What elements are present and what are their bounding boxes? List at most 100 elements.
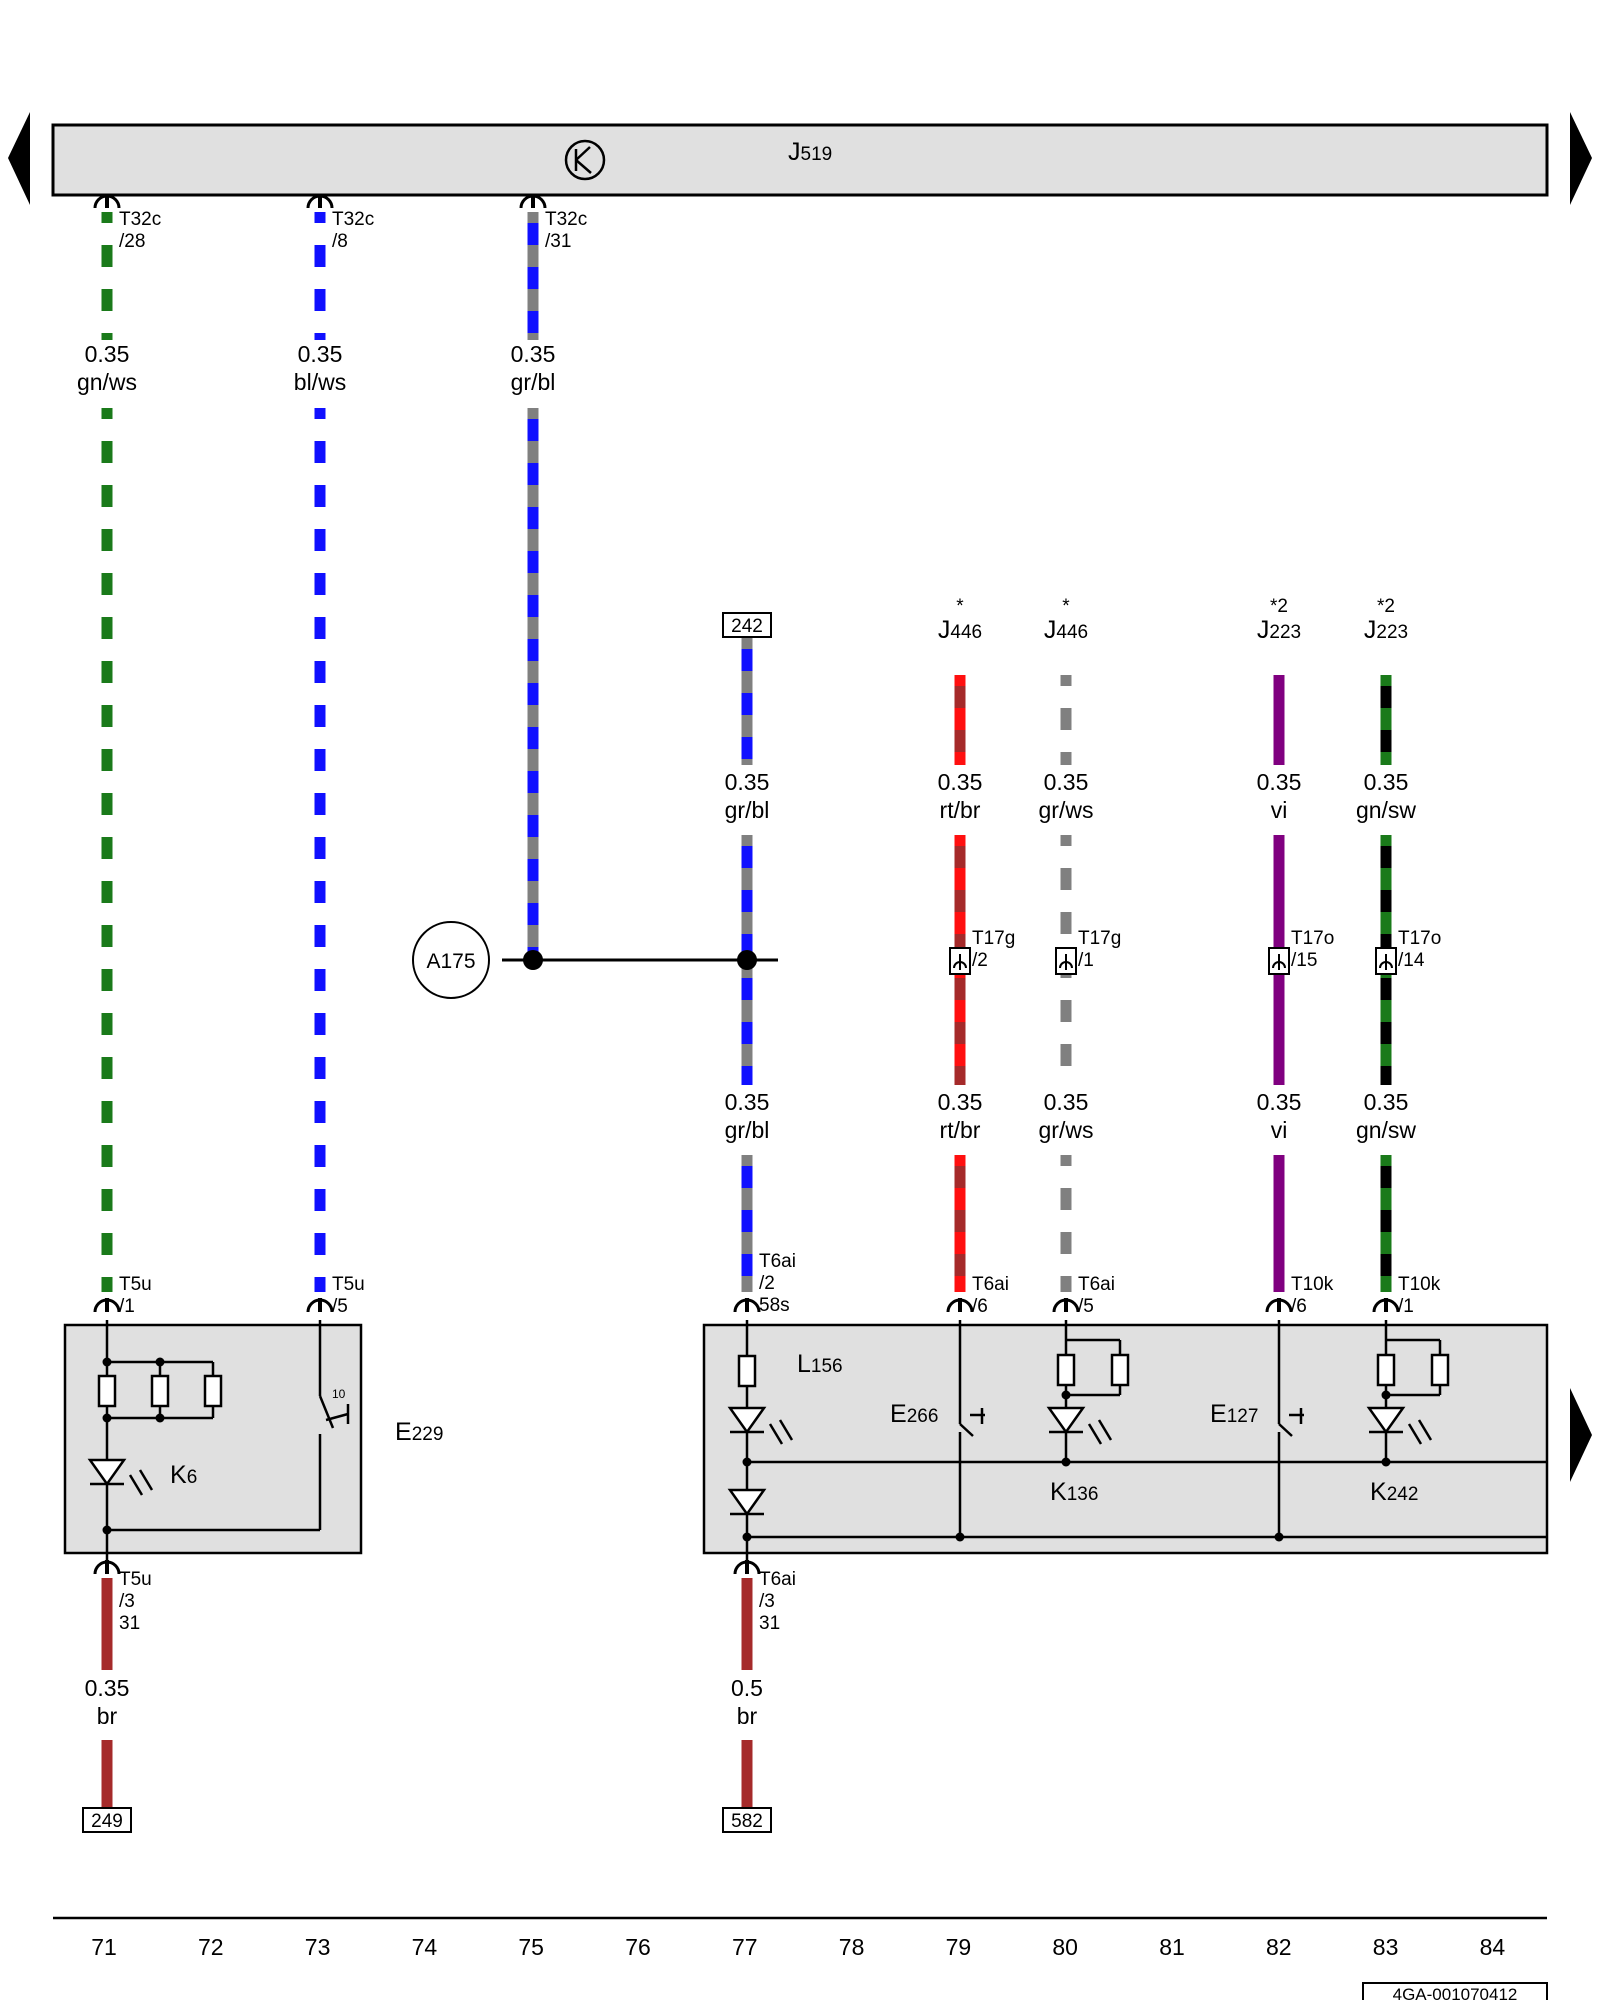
connector-top xyxy=(93,194,121,209)
wire-label-color: gr/bl xyxy=(511,369,556,395)
wire-label-a-color: gr/ws xyxy=(1039,797,1094,823)
control-unit-bar xyxy=(51,123,1549,197)
conn-bottom-line1: T5u xyxy=(332,1274,365,1295)
conn-bottom-line1: T10k xyxy=(1398,1274,1441,1295)
source-label: J446 xyxy=(1044,616,1088,644)
conn-bottom-line1: T6ai xyxy=(759,1251,796,1272)
splice-label: A175 xyxy=(426,950,475,973)
wire-label-color: br xyxy=(737,1703,758,1729)
wire-label-a-gauge: 0.35 xyxy=(938,769,983,795)
label-l156: L156 xyxy=(797,1350,843,1378)
connector-bottom xyxy=(1052,1298,1080,1313)
doc-id: 4GA-001070412 xyxy=(1393,1985,1518,2000)
ref-242-box xyxy=(722,612,772,638)
wire-g77: T6ai/331 0.5br 582 xyxy=(722,1560,796,1833)
conn-top-line1: T6ai xyxy=(759,1569,796,1590)
conn-bottom-line1: T6ai xyxy=(972,1274,1009,1295)
wire-label-a-color: vi xyxy=(1271,797,1288,823)
switch-module-circuit xyxy=(727,1320,1547,1570)
wire-label-color: bl/ws xyxy=(294,369,346,395)
connector-bottom xyxy=(1372,1298,1400,1313)
source-mark: * xyxy=(956,596,964,617)
conn-bottom-line2: /1 xyxy=(119,1296,135,1317)
ref-249: 249 xyxy=(82,1807,132,1833)
column-number-84: 84 xyxy=(1480,1934,1506,1960)
conn-top-line2: /3 xyxy=(119,1591,135,1612)
page-next-arrow[interactable] xyxy=(1570,112,1592,205)
page-prev-arrow[interactable] xyxy=(8,112,30,205)
wire-label-a-color: rt/br xyxy=(940,797,981,823)
label-e127: E127 xyxy=(1210,1400,1258,1428)
wire-label-b-color: gn/sw xyxy=(1356,1117,1416,1143)
wire-label-gauge: 0.35 xyxy=(298,341,343,367)
ref-242: 242 xyxy=(722,612,772,638)
wire-label-b-gauge: 0.35 xyxy=(725,1089,770,1115)
source-label-sub: 223 xyxy=(1269,622,1301,643)
source-label-main: J xyxy=(938,616,951,644)
conn-bottom-line3: 58s xyxy=(759,1295,790,1316)
conn-bottom-line2: /5 xyxy=(1078,1296,1094,1317)
conn-bottom-line1: T10k xyxy=(1291,1274,1334,1295)
connector-bottom xyxy=(1265,1298,1293,1313)
inline-label-line1: T17o xyxy=(1291,928,1334,949)
connector-bottom xyxy=(946,1298,974,1313)
conn-bottom-line2: /6 xyxy=(972,1296,988,1317)
splice-a175[interactable]: A175 xyxy=(412,921,778,999)
wire-label-gauge: 0.35 xyxy=(85,1675,130,1701)
control-unit-label: J519 xyxy=(788,138,832,166)
connector-bottom xyxy=(733,1298,761,1313)
page-continue-arrow[interactable] xyxy=(1570,1388,1592,1482)
ref-582-text: 582 xyxy=(731,1811,763,1832)
wire-label-a-gauge: 0.35 xyxy=(1364,769,1409,795)
source-mark: * xyxy=(1062,596,1070,617)
conn-top-line3: 31 xyxy=(759,1613,780,1634)
wire-label-a-gauge: 0.35 xyxy=(1044,769,1089,795)
source-label-sub: 446 xyxy=(950,622,982,643)
source-mark: *2 xyxy=(1377,596,1395,617)
wire-label-a-color: gn/sw xyxy=(1356,797,1416,823)
label-e266: E266 xyxy=(890,1400,938,1428)
source-label: J223 xyxy=(1364,616,1408,644)
conn-top-line1: T32c xyxy=(119,209,161,230)
conn-top-line1: T32c xyxy=(332,209,374,230)
wire-label-a-gauge: 0.35 xyxy=(1257,769,1302,795)
label-k6: K6 xyxy=(170,1461,197,1489)
wire-label-b-gauge: 0.35 xyxy=(1364,1089,1409,1115)
inline-label-line2: /14 xyxy=(1398,950,1425,971)
column-number-82: 82 xyxy=(1266,1934,1292,1960)
wire-label-a-color: gr/bl xyxy=(725,797,770,823)
switch-travel-mark: 10 xyxy=(332,1387,346,1401)
wire-label-gauge: 0.35 xyxy=(85,341,130,367)
ref-242-text: 242 xyxy=(731,616,763,637)
source-label: J446 xyxy=(938,616,982,644)
conn-top-line1: T32c xyxy=(545,209,587,230)
source-label: J223 xyxy=(1257,616,1301,644)
wire-label-gauge: 0.35 xyxy=(511,341,556,367)
k6-nodes xyxy=(102,1357,165,1535)
column-number-74: 74 xyxy=(412,1934,438,1960)
conn-top-line2: /28 xyxy=(119,231,145,252)
wire-label-gauge: 0.5 xyxy=(731,1675,763,1701)
column-number-73: 73 xyxy=(305,1934,331,1960)
wire-label-a-gauge: 0.35 xyxy=(725,769,770,795)
label-k242: K242 xyxy=(1370,1478,1418,1506)
wire-label-b-gauge: 0.35 xyxy=(1044,1089,1089,1115)
inline-label-line1: T17o xyxy=(1398,928,1441,949)
source-label-main: J xyxy=(1364,616,1377,644)
wire-label-b-color: gr/ws xyxy=(1039,1117,1094,1143)
column-number-71: 71 xyxy=(91,1934,117,1960)
column-number-75: 75 xyxy=(518,1934,544,1960)
conn-top-line1: T5u xyxy=(119,1569,152,1590)
inline-connector xyxy=(1055,947,1077,975)
conn-top-line2: /3 xyxy=(759,1591,775,1612)
wire-label-b-color: vi xyxy=(1271,1117,1288,1143)
